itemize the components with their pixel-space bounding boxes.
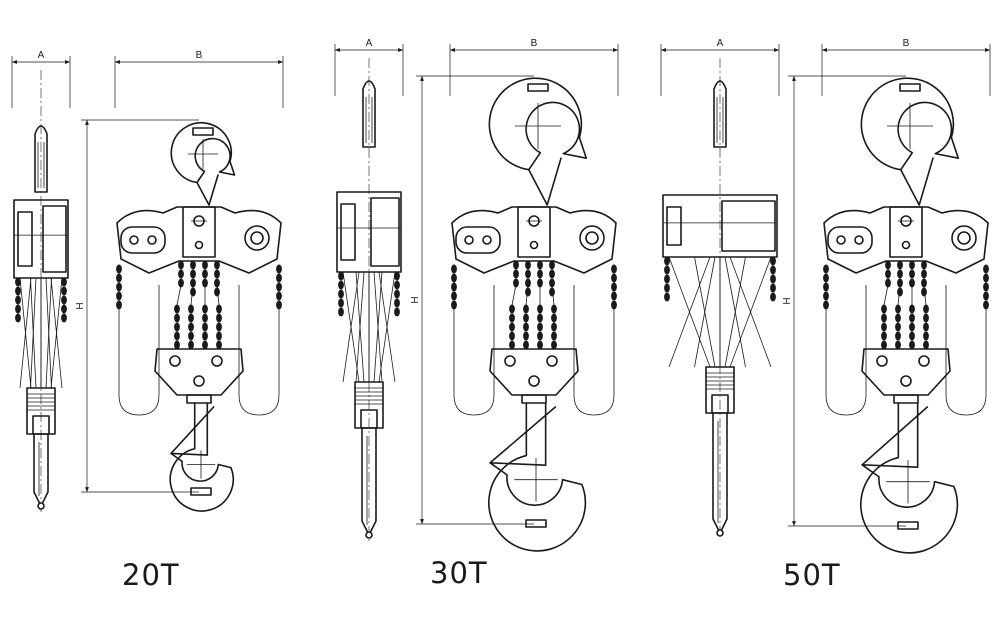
load-chain-top-0 — [178, 260, 184, 288]
load-chain-top-2 — [202, 260, 208, 288]
left-cover-window — [455, 226, 501, 254]
load-chain-top-0 — [513, 260, 519, 288]
top-hook — [860, 77, 960, 171]
right-cover-ring — [244, 225, 270, 251]
bottom-block — [154, 348, 244, 396]
hand-chain-links-right — [983, 264, 989, 310]
load-chain-mid-2 — [537, 304, 543, 350]
load-chain-mid-0 — [174, 304, 180, 350]
top-hook — [488, 77, 588, 171]
dim-h-label: H — [410, 296, 421, 303]
load-chain-mid-3 — [923, 304, 929, 350]
hook-latch — [170, 406, 215, 455]
left-cover-window — [120, 226, 166, 254]
chain-left-side — [338, 271, 344, 317]
hand-chain-links-left — [823, 264, 829, 310]
load-chain-mid-1 — [188, 304, 194, 350]
center-plate — [182, 206, 216, 258]
load-chain-top-2 — [537, 260, 543, 288]
load-chain-top-1 — [190, 260, 196, 297]
load-chain-mid-3 — [216, 304, 222, 350]
load-chain-mid-2 — [202, 304, 208, 350]
bottom-block — [489, 348, 579, 396]
hand-chain-links-right — [276, 264, 282, 310]
load-chain-mid-1 — [523, 304, 529, 350]
load-chain-top-3 — [549, 260, 555, 297]
dim-b-label: B — [196, 50, 203, 61]
load-chain-mid-0 — [509, 304, 515, 350]
capacity-label-20t: 20T — [122, 558, 180, 592]
front-view-50t: BH — [782, 38, 991, 554]
load-chain-top-0 — [885, 260, 891, 288]
dim-a-label: A — [717, 38, 724, 49]
bottom-hook — [488, 402, 587, 552]
front-view-30t: BH — [410, 38, 619, 552]
top-hook — [170, 122, 236, 184]
load-chain-mid-0 — [881, 304, 887, 350]
chain-left-side — [664, 256, 670, 302]
bottom-block — [861, 348, 951, 396]
gear-body — [823, 206, 989, 274]
capacity-label-30t: 30T — [430, 556, 488, 590]
gear-body — [451, 206, 617, 274]
chain-left-side — [15, 277, 21, 323]
hand-chain-right — [573, 265, 615, 416]
bottom-hook — [860, 402, 959, 554]
side-view-20t: A — [11, 50, 71, 512]
hand-chain-right — [945, 265, 987, 416]
hook-latch — [861, 406, 929, 466]
left-cover-window — [827, 226, 873, 254]
dim-a-label: A — [366, 38, 373, 49]
load-chain-top-3 — [921, 260, 927, 297]
hand-chain-links-left — [116, 264, 122, 310]
top-hook-side — [713, 80, 727, 148]
center-plate — [889, 206, 923, 258]
load-chain-mid-2 — [909, 304, 915, 350]
load-chain-top-3 — [214, 260, 220, 297]
hand-chain-links-right — [611, 264, 617, 310]
hand-chain-left — [118, 265, 160, 416]
top-hook-side — [362, 80, 376, 148]
load-chain-mid-3 — [551, 304, 557, 350]
side-view-30t: A — [334, 38, 404, 541]
hand-chain-links-left — [451, 264, 457, 310]
hand-chain-left — [825, 265, 867, 416]
chain-right-side — [61, 277, 67, 323]
right-cover-ring — [579, 225, 605, 251]
center-plate — [517, 206, 551, 258]
capacity-label-50t: 50T — [783, 558, 841, 592]
chain-right-side — [394, 271, 400, 317]
load-chain-mid-1 — [895, 304, 901, 350]
side-view-50t: A — [660, 38, 780, 539]
load-chain-top-1 — [525, 260, 531, 297]
top-hook-side — [34, 125, 48, 193]
dim-b-label: B — [531, 38, 538, 49]
front-view-20t: BH — [75, 50, 284, 512]
hand-chain-right — [238, 265, 280, 416]
dim-h-label: H — [782, 297, 793, 304]
chain-right-side — [770, 256, 776, 302]
hook-latch — [489, 406, 557, 464]
dim-h-label: H — [75, 302, 86, 309]
dim-a-label: A — [38, 50, 45, 61]
dim-b-label: B — [903, 38, 910, 49]
gear-body — [116, 206, 282, 274]
hand-chain-left — [453, 265, 495, 416]
load-chain-top-1 — [897, 260, 903, 297]
right-cover-ring — [951, 225, 977, 251]
load-chain-top-2 — [909, 260, 915, 288]
bottom-hook — [169, 402, 234, 512]
